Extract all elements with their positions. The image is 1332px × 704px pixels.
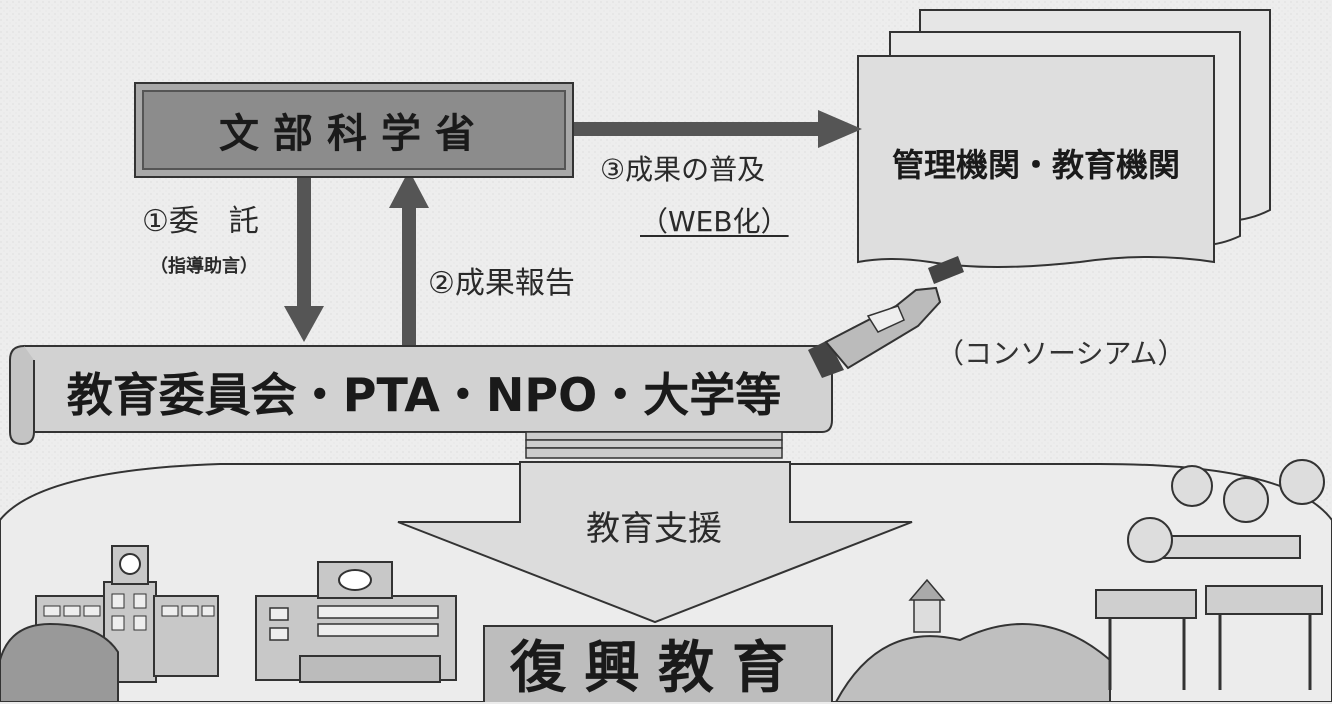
reconstruction-label: 復興教育 (510, 635, 806, 701)
mext-box (134, 82, 574, 178)
community-scene-icon (834, 578, 1111, 702)
commission-label: ①委 託 (142, 204, 259, 239)
institution-pages (857, 9, 1271, 268)
consortium-label: （コンソーシアム） (936, 337, 1186, 370)
reconstruction-box (483, 625, 833, 702)
ministry-label: 文部科学省 (219, 111, 489, 157)
report-label: ②成果報告 (428, 266, 575, 301)
support-label: 教育支援 (586, 508, 722, 549)
guidance-label: （指導助言） (150, 256, 258, 277)
arrow-support (397, 461, 913, 624)
organizations-label: 教育委員会・PTA・NPO・大学等 (66, 368, 782, 422)
handshake-icon (808, 256, 964, 378)
school-building-icon (0, 545, 219, 702)
organizations-scroll (9, 345, 833, 446)
arrow-dissemination (570, 110, 862, 148)
connector-bars (525, 431, 783, 459)
office-building-icon (255, 561, 457, 683)
dissemination-label: ③成果の普及 (600, 153, 766, 186)
arrow-commission (284, 178, 324, 342)
institutions-label: 管理機関・教育機関 (891, 146, 1180, 184)
arrow-report (389, 170, 429, 346)
web-label: （WEB化） (640, 205, 789, 238)
children-classroom-icon (1095, 459, 1325, 690)
